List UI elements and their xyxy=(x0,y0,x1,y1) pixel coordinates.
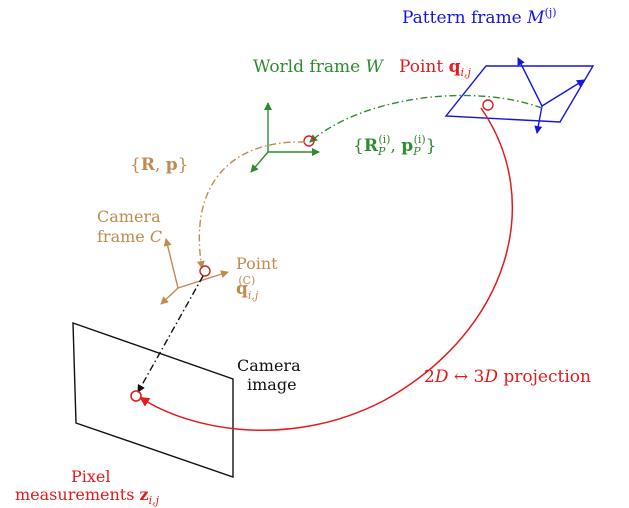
projection-ray xyxy=(137,275,204,393)
camera-point-marker xyxy=(199,265,211,277)
projection-label: 2D ↔ 3D projection xyxy=(424,367,591,387)
pattern-to-world-transform-arc xyxy=(309,94,543,143)
projection-curve xyxy=(139,107,513,431)
camera-frame-label-line2: frame C xyxy=(97,227,162,246)
point-q-label: Point qi,j xyxy=(399,57,472,79)
world-to-camera-transform-arc xyxy=(196,141,306,269)
camera-image-label-line2: image xyxy=(247,375,297,394)
pixel-label-line1: Pixel xyxy=(71,467,111,486)
camera-pose-label: {R, p} xyxy=(130,155,189,175)
camera-point-label-line1: Point xyxy=(236,254,278,273)
camera-frame-axes xyxy=(160,238,229,305)
camera-image-plane xyxy=(72,322,234,478)
camera-point-label-line2: qi,j(C) xyxy=(236,274,259,302)
pixel-measurement-marker xyxy=(130,390,142,402)
pixel-label-line2: measurements zi,j xyxy=(15,485,160,507)
world-point-marker xyxy=(303,135,315,147)
pattern-frame-axes xyxy=(517,57,585,134)
world-frame-axes xyxy=(250,102,320,173)
point-q-marker xyxy=(482,99,494,111)
pattern-plane xyxy=(444,65,595,123)
pattern-frame-label: Pattern frame M(j) xyxy=(402,6,557,28)
camera-image-label-line1: Camera xyxy=(237,356,301,375)
pattern-pose-label: {RP(i), pP(i)} xyxy=(353,133,437,158)
camera-frame-label-line1: Camera xyxy=(97,207,161,226)
world-frame-label: World frame W xyxy=(253,57,385,77)
